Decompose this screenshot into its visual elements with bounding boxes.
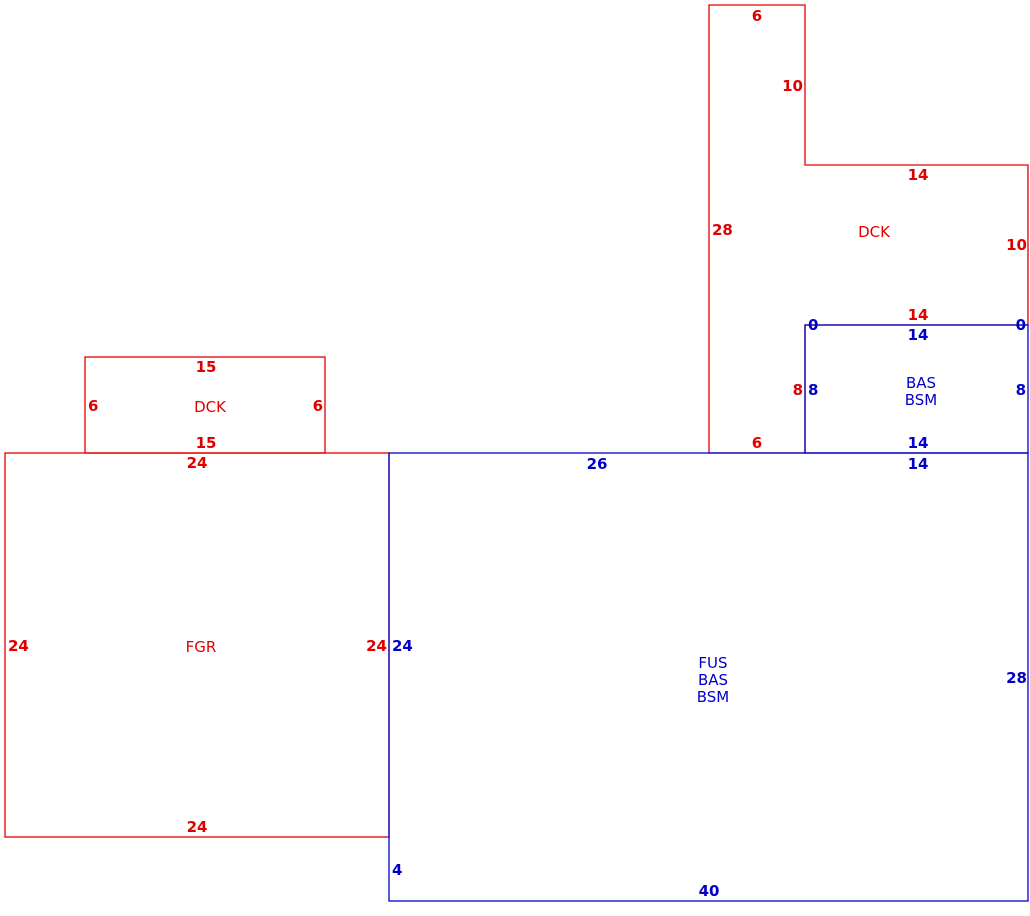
bas-small-corner-left: 0: [808, 316, 818, 334]
bas-small-dim-left: 8: [808, 381, 818, 399]
dck-upper-dim-notch-side: 10: [782, 77, 803, 95]
bas-small-label-1: BAS: [906, 374, 936, 392]
dck-upper-dim-inner-bottom: 14: [908, 306, 929, 324]
fgr-dim-bottom: 24: [187, 818, 208, 836]
dck-upper-dim-lower-side: 8: [793, 381, 803, 399]
bas-small-corner-right: 0: [1016, 316, 1026, 334]
fus-main-label-1: FUS: [698, 654, 727, 672]
bas-small-dim-top: 14: [908, 326, 929, 344]
fus-main-dim-left-upper: 24: [392, 637, 413, 655]
dck-upper-dim-ledge: 14: [908, 166, 929, 184]
dck-left-label: DCK: [194, 398, 227, 416]
fus-main-dim-top-right: 14: [908, 455, 929, 473]
fus-main-dim-right: 28: [1006, 669, 1027, 687]
fus-main-dim-left-lower: 4: [392, 861, 402, 879]
dck-upper-dim-right: 10: [1006, 236, 1027, 254]
dck-left-dim-right: 6: [313, 397, 323, 415]
dck-left-dim-bottom: 15: [196, 434, 217, 452]
dck-upper-dim-bottom: 6: [752, 434, 762, 452]
bas-small-dim-right: 8: [1016, 381, 1026, 399]
fus-main-outline: [388, 452, 1029, 902]
fgr-dim-left: 24: [8, 637, 29, 655]
fgr-dim-right: 24: [366, 637, 387, 655]
dck-upper-label: DCK: [858, 223, 891, 241]
dck-upper-dim-top: 6: [752, 7, 762, 25]
fus-main-label-2: BAS: [698, 671, 728, 689]
dck-left-dim-top: 15: [196, 358, 217, 376]
fus-main-label-3: BSM: [697, 688, 730, 706]
fgr-dim-top: 24: [187, 454, 208, 472]
dck-left-dim-left: 6: [88, 397, 98, 415]
fus-main-dim-top-left: 26: [587, 455, 608, 473]
bas-small-dim-bottom: 14: [908, 434, 929, 452]
fgr-label: FGR: [186, 638, 217, 656]
bas-small-label-2: BSM: [905, 391, 938, 409]
dck-upper-dim-left: 28: [712, 221, 733, 239]
fus-main-dim-bottom: 40: [699, 882, 720, 900]
